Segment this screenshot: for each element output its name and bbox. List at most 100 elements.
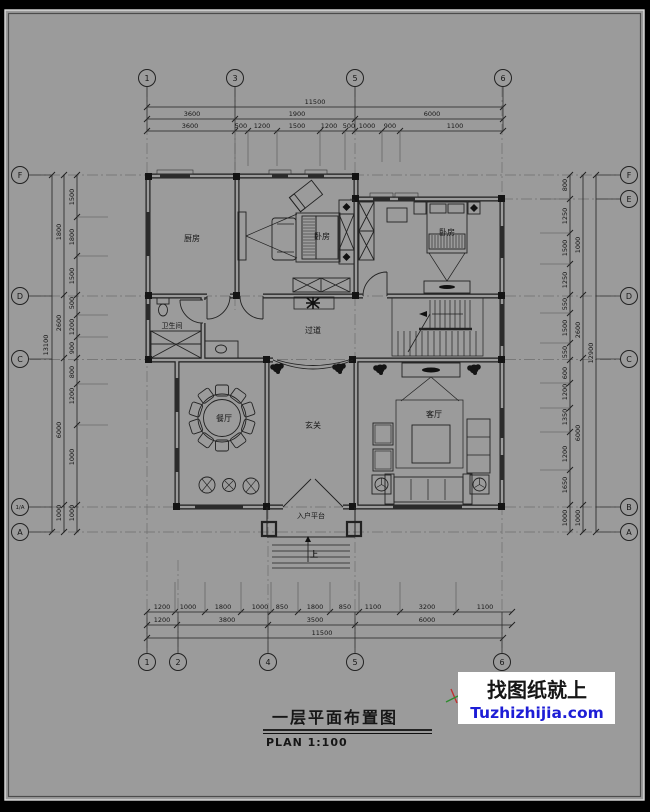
dim-label: 1500 — [68, 189, 76, 206]
bubble-stems — [28, 86, 621, 654]
watermark-url[interactable]: Tuzhizhijia.com — [470, 704, 604, 722]
dining-chairs — [188, 384, 256, 452]
dim-label: 1200 — [154, 603, 171, 611]
corridor-cabinet — [204, 340, 239, 359]
cad-marks — [445, 688, 459, 704]
window-sills — [156, 169, 419, 198]
dim-label: 1000 — [574, 510, 582, 527]
dim-label: 1500 — [561, 320, 569, 337]
dim-label: 6000 — [574, 425, 582, 442]
dim-label: 900 — [384, 122, 396, 130]
dim-label: 1250 — [561, 272, 569, 289]
axis-bubbles — [11, 69, 638, 671]
grid-label: 3 — [232, 74, 237, 83]
dim-label: 6000 — [424, 110, 441, 118]
room-label-platform: 入户平台 — [297, 511, 325, 520]
dim-labels-top: 11500 3600 1900 6000 3600 500 1200 1500 … — [182, 98, 464, 130]
dim-label: 1500 — [561, 240, 569, 257]
grid-label: D — [17, 292, 23, 301]
dim-label: 1200 — [68, 388, 76, 405]
dim-label: 6000 — [55, 422, 63, 439]
grid-label: A — [17, 528, 23, 537]
stair-up-label: 上 — [310, 549, 318, 559]
room-label-bathroom: 卫生间 — [162, 321, 183, 330]
dim-label: 3200 — [419, 603, 436, 611]
room-label-dining: 餐厅 — [216, 414, 232, 423]
grid-label: 5 — [352, 74, 357, 83]
dim-label: 1100 — [365, 603, 382, 611]
grid-label: 1 — [144, 74, 149, 83]
grid-label: E — [626, 195, 631, 204]
grid-label: 2 — [175, 658, 180, 667]
dim-label: 1000 — [561, 510, 569, 527]
dim-label: 2600 — [574, 322, 582, 339]
dim-label: 1500 — [289, 122, 306, 130]
dim-label: 550 — [561, 346, 569, 358]
sheet-border — [4, 9, 645, 801]
dim-label: 1100 — [447, 122, 464, 130]
dim-label: 600 — [561, 367, 569, 379]
dim-label: 12900 — [587, 343, 595, 364]
room-label-corridor: 过道 — [305, 325, 321, 335]
plants — [270, 363, 481, 375]
dim-label: 1650 — [561, 477, 569, 494]
room-label-bedroom: 卧房 — [439, 227, 455, 237]
watermark-box — [458, 672, 615, 724]
dim-label: 13100 — [42, 335, 50, 356]
bedroom2-furniture — [358, 201, 481, 294]
extension-lines — [77, 131, 570, 612]
entry-platform — [260, 507, 363, 569]
dim-label: 1500 — [68, 268, 76, 285]
corridor-plant — [293, 296, 335, 310]
grid-label: 6 — [500, 74, 505, 83]
dim-label: 1000 — [180, 603, 197, 611]
room-label-foyer: 玄关 — [305, 420, 321, 430]
dim-label: 1000 — [252, 603, 269, 611]
dim-label: 500 — [235, 122, 247, 130]
watermark-text[interactable]: 找图纸就上 — [487, 678, 587, 702]
bedroom1-furniture — [237, 179, 355, 293]
dim-labels-bottom: 1200 1000 1800 1000 850 1800 850 1100 32… — [154, 603, 494, 637]
grid-label: B — [626, 503, 632, 512]
dim-label: 1000 — [68, 505, 76, 522]
grid-label: D — [626, 292, 632, 301]
dim-label: 1200 — [561, 384, 569, 401]
stairs — [391, 297, 484, 357]
dim-label: 3600 — [184, 110, 201, 118]
dimension-lines — [51, 106, 597, 639]
dining-furniture — [188, 384, 260, 495]
dim-label: 800 — [561, 179, 569, 191]
dim-label: 500 — [343, 122, 355, 130]
dim-label: 1200 — [254, 122, 271, 130]
dim-label: 11500 — [312, 629, 333, 637]
title-block: 一层平面布置图 PLAN 1:100 — [263, 708, 432, 749]
dim-label: 550 — [561, 298, 569, 310]
grid-label: 4 — [265, 658, 270, 667]
living-furniture — [371, 362, 491, 505]
room-labels: 厨房 卧房 卧房 卫生间 过道 餐厅 玄关 客厅 入户平台 上 — [162, 227, 456, 559]
dim-labels-right: 12900 1000 2600 6000 1000 800 1250 1500 … — [561, 179, 595, 526]
dim-label: 1200 — [154, 616, 171, 624]
dim-label: 1900 — [289, 110, 306, 118]
dim-label: 1200 — [561, 446, 569, 463]
dim-label: 3500 — [307, 616, 324, 624]
drawing-title: 一层平面布置图 — [272, 708, 398, 727]
dim-label: 1800 — [307, 603, 324, 611]
axis-bubble-labels: 1 3 5 6 1 2 4 5 6 F D C 1/A A F E D C B … — [15, 74, 632, 667]
watermark[interactable]: 找图纸就上 Tuzhizhijia.com — [458, 672, 615, 724]
dim-label: 1000 — [55, 505, 63, 522]
dim-label: 6000 — [419, 616, 436, 624]
grid-label: 5 — [352, 658, 357, 667]
dim-label: 850 — [276, 603, 288, 611]
dim-label: 800 — [68, 366, 76, 378]
dim-label: 1800 — [68, 229, 76, 246]
dim-label: 1800 — [55, 224, 63, 241]
grid-label: A — [626, 528, 632, 537]
grid-label: F — [627, 171, 632, 180]
dim-label: 850 — [339, 603, 351, 611]
dim-label: 1200 — [321, 122, 338, 130]
drawing-scale: PLAN 1:100 — [266, 736, 348, 749]
grid-label: F — [18, 171, 23, 180]
